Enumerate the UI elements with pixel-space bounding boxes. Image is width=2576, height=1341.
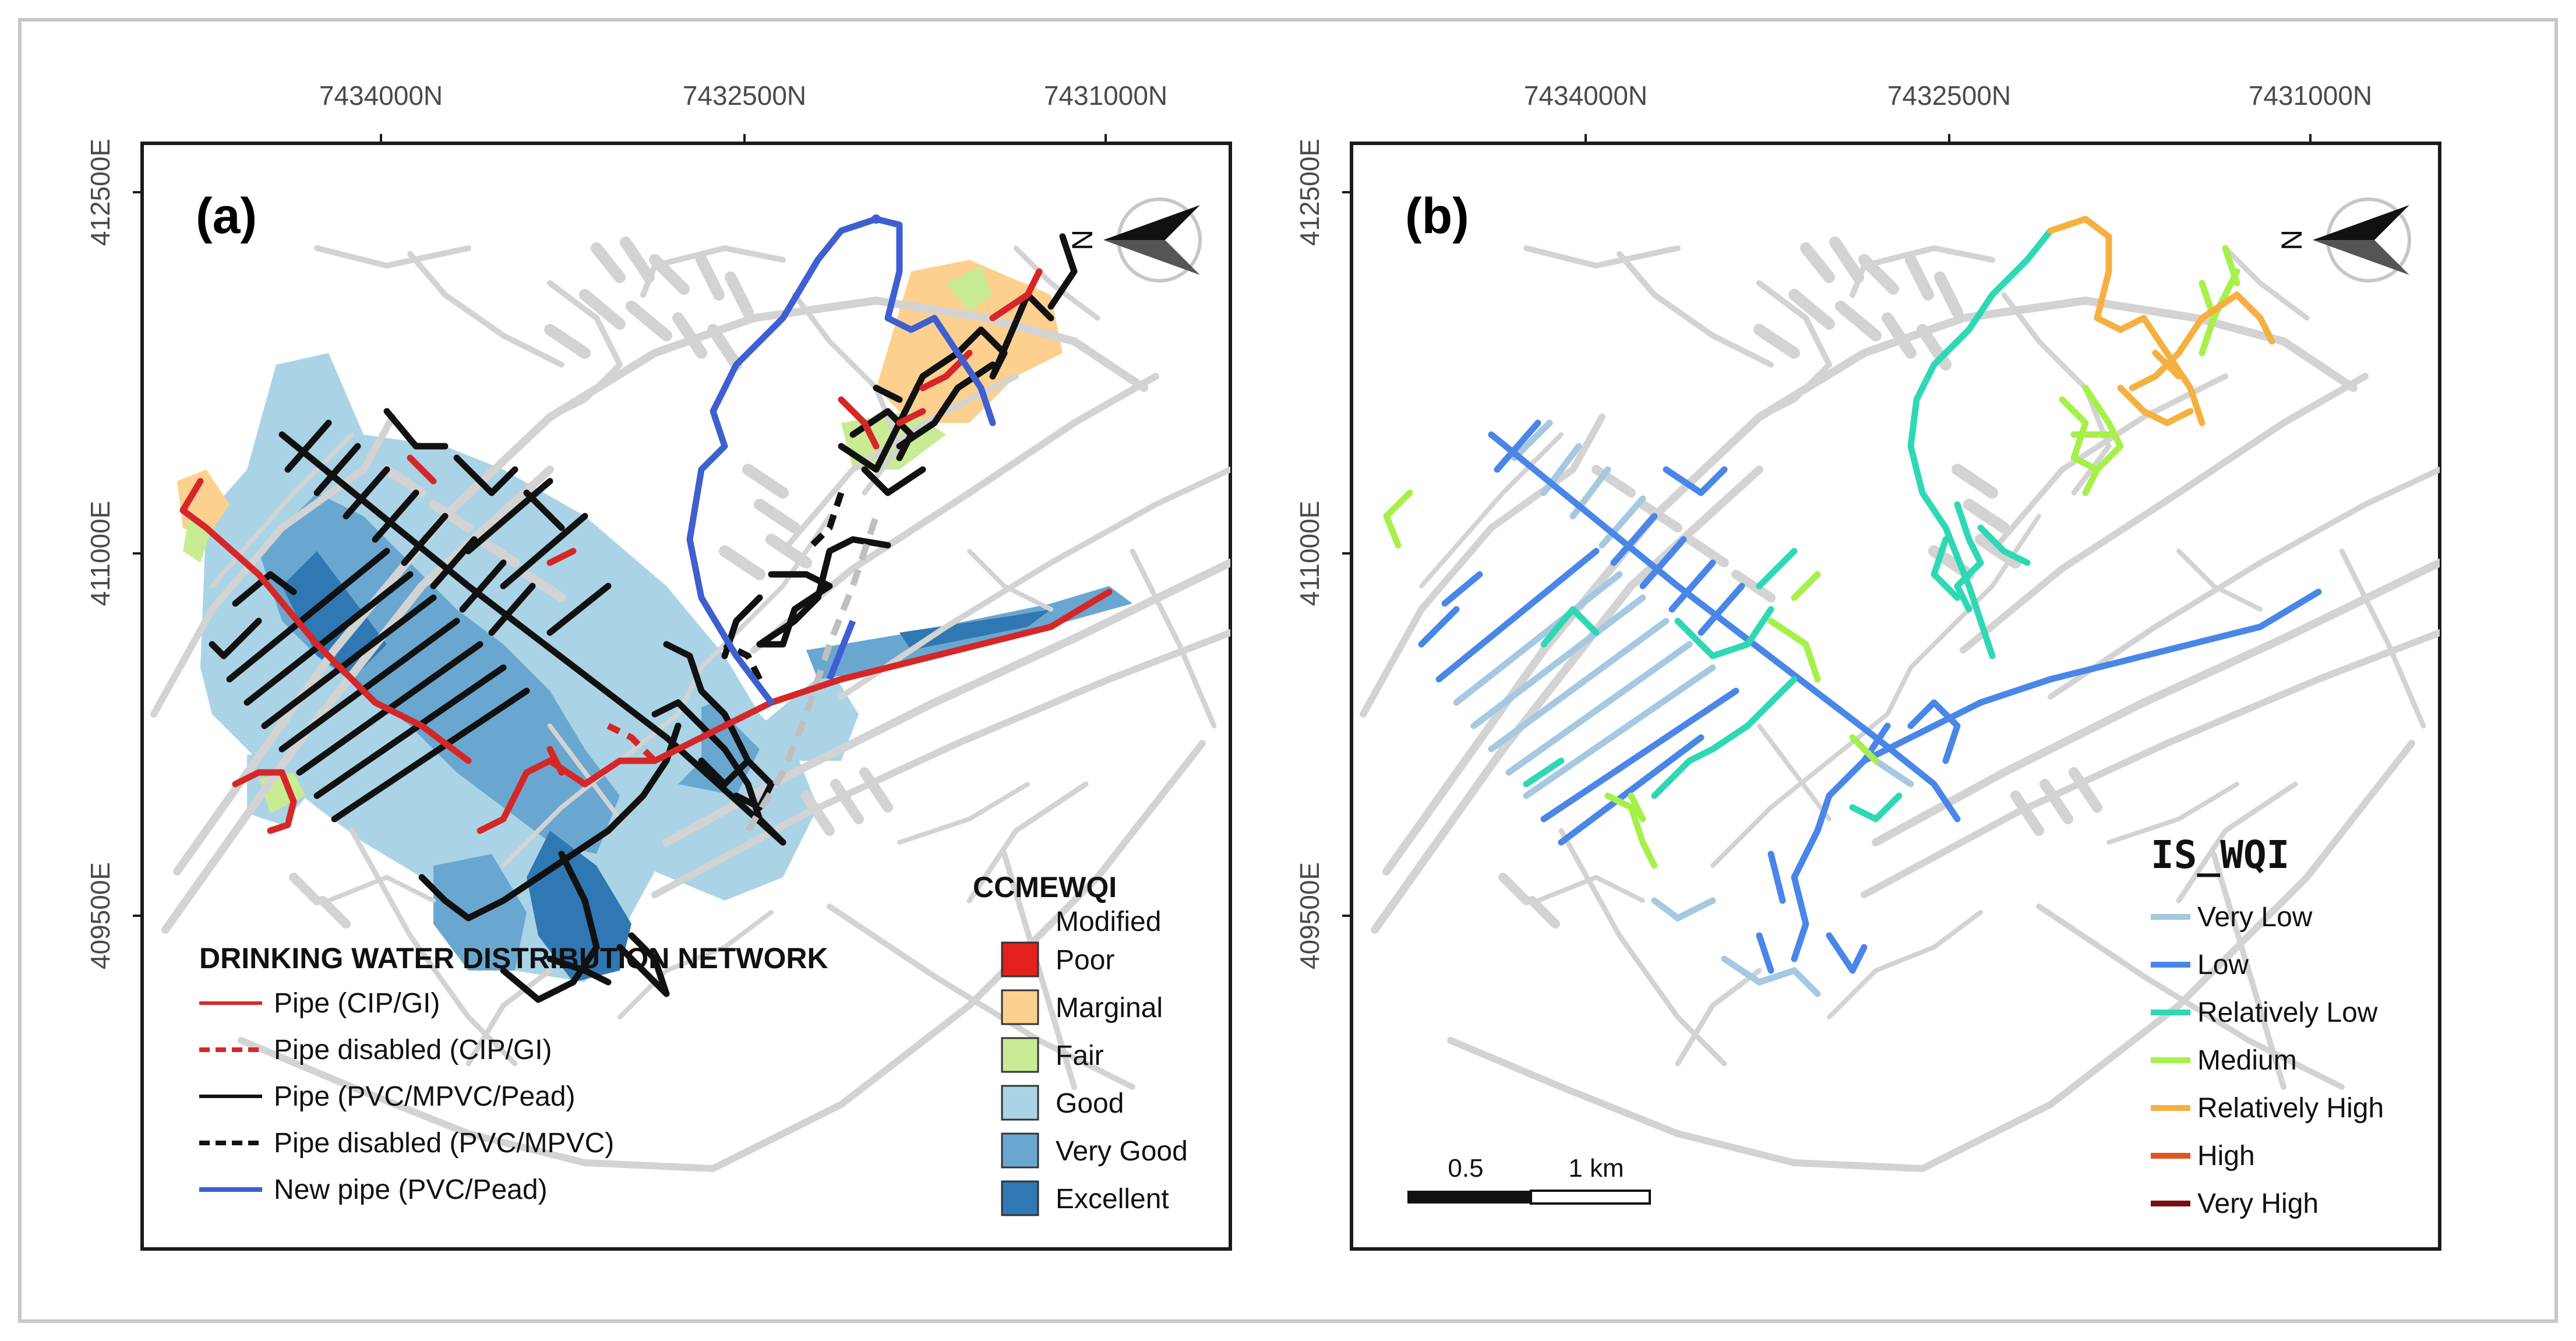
quality-swatch-very-good <box>1001 1132 1039 1169</box>
quality-legend-title: CCMEWQI <box>973 871 1117 904</box>
panel-a-label: (a) <box>196 188 257 244</box>
panel-b-pipes-low <box>1418 419 2322 974</box>
quality-swatch-good <box>1001 1085 1039 1121</box>
wqi-label-low: Low <box>2197 950 2249 980</box>
quality-label-marginal: Marginal <box>1056 993 1163 1024</box>
panel-a-north-arrow: N <box>1066 197 1202 283</box>
legend-label-pipe-new: New pipe (PVC/Pead) <box>274 1174 548 1205</box>
wqi-label-relatively-low: Relatively Low <box>2197 997 2378 1028</box>
quality-swatch-poor <box>1001 941 1039 977</box>
quality-swatch-excellent <box>1001 1180 1039 1216</box>
quality-swatch-marginal <box>1001 989 1039 1025</box>
panel-b-top-tick-2: 7432500N <box>1887 80 2011 111</box>
wqi-label-very-high: Very High <box>2197 1188 2319 1219</box>
panel-b-pipes-very-low <box>1453 419 1914 997</box>
panel-b-top-tick-1: 7434000N <box>1524 80 1647 111</box>
panel-b-north-arrow: N <box>2275 197 2411 283</box>
panel-a-left-tick-1: 412500E <box>85 139 115 246</box>
panel-a-pipes-pvc-disabled <box>723 492 845 681</box>
panel-a-left-tick-3: 409500E <box>85 862 115 969</box>
panel-b-left-tick-1: 412500E <box>1294 139 1325 246</box>
panel-a-pipe-new-branch <box>826 619 856 681</box>
legend-label-pipe-cip-disabled: Pipe disabled (CIP/GI) <box>274 1035 552 1065</box>
panel-a-pipe-cip-disabled <box>606 723 657 763</box>
panel-a-quality-legend: CCMEWQI Modified Poor Marginal Fair Good… <box>973 871 1188 1216</box>
panel-b-map <box>1363 216 2440 1169</box>
panel-b-top-tick-3: 7431000N <box>2249 80 2372 111</box>
panel-a-pipe-disabled-grey <box>745 515 880 832</box>
quality-label-fair: Fair <box>1056 1040 1104 1071</box>
legend-label-pipe-pvc-disabled: Pipe disabled (PVC/MPVC) <box>274 1128 614 1159</box>
panel-b-north-letter: N <box>2275 230 2308 250</box>
quality-swatch-fair <box>1001 1037 1039 1073</box>
wqi-label-medium: Medium <box>2197 1045 2297 1076</box>
panel-b: 7434000N 7432500N 7431000N 412500E 41100… <box>1294 80 2441 1251</box>
panel-a: 7434000N 7432500N 7431000N 412500E 41100… <box>85 80 1232 1251</box>
quality-label-very-good: Very Good <box>1056 1136 1188 1167</box>
panel-b-label: (b) <box>1405 188 1469 244</box>
panel-a-pipe-new <box>686 216 996 706</box>
panel-a-top-tick-2: 7432500N <box>683 80 806 111</box>
wqi-label-high: High <box>2197 1141 2255 1171</box>
outer-border <box>18 18 2558 1323</box>
panel-a-north-letter: N <box>1066 230 1099 250</box>
panel-a-network-legend: DRINKING WATER DISTRIBUTION NETWORK Pipe… <box>199 942 828 1205</box>
network-legend-title: DRINKING WATER DISTRIBUTION NETWORK <box>199 942 828 975</box>
panel-a-top-tick-1: 7434000N <box>319 80 443 111</box>
legend-label-pipe-pvc: Pipe (PVC/MPVC/Pead) <box>274 1081 576 1112</box>
panel-a-pipes-pvc <box>209 233 1078 1003</box>
panel-b-pipes-relatively-low <box>1523 227 2054 823</box>
scale-label-one: 1 km <box>1568 1154 1624 1183</box>
panel-a-pipes-cip <box>179 268 1113 834</box>
wqi-label-relatively-high: Relatively High <box>2197 1093 2384 1124</box>
wqi-label-very-low: Very Low <box>2197 902 2313 933</box>
quality-label-good: Good <box>1056 1088 1124 1119</box>
scale-label-half: 0.5 <box>1448 1154 1483 1183</box>
panel-a-left-tick-2: 411000E <box>85 501 115 606</box>
quality-label-excellent: Excellent <box>1056 1184 1169 1215</box>
quality-label-poor: Poor <box>1056 945 1114 976</box>
panel-b-left-tick-2: 411000E <box>1294 501 1325 606</box>
panel-a-top-tick-3: 7431000N <box>1044 80 1167 111</box>
panel-b-left-tick-3: 409500E <box>1294 862 1325 969</box>
panel-b-pipes-relatively-high <box>2047 216 2275 426</box>
panel-b-wqi-legend: IS_WQI Very Low Low Relatively Low Mediu… <box>2151 832 2384 1219</box>
panel-b-pipes-medium <box>1383 245 2240 869</box>
quality-legend-subtitle: Modified <box>1056 906 1161 937</box>
legend-label-pipe-cip: Pipe (CIP/GI) <box>274 988 440 1019</box>
wqi-legend-title: IS_WQI <box>2151 832 2289 877</box>
panel-b-scale-bar: 0.5 1 km <box>1407 1154 1651 1205</box>
panel-a-map <box>154 214 1230 1169</box>
